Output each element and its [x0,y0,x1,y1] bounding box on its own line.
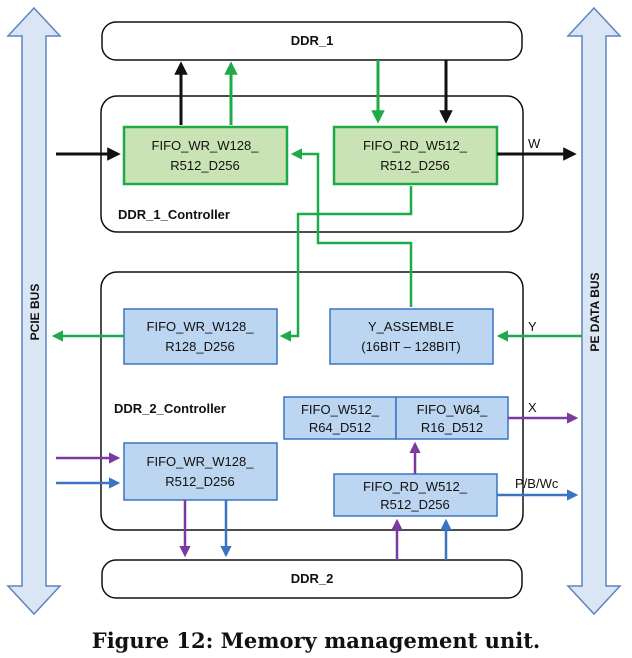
pe-data-bus: PE DATA BUS [566,6,622,616]
fifo-rd-ddr1-line2: R512_D256 [380,158,449,173]
pcie-bus-arrow [6,6,62,616]
fifo-wr-ddr1-line1: FIFO_WR_W128_ [152,138,260,153]
fifo-wr-ddr2-line1: FIFO_WR_W128_ [147,454,255,469]
y-assemble-line1: Y_ASSEMBLE [368,319,454,334]
signal-w-label: W [528,136,541,151]
fifo-rd-ddr2-line1: FIFO_RD_W512_ [363,479,468,494]
green-arrow-rd1-to-wr-r128 [279,186,413,342]
fifo-rd-ddr2-line2: R512_D256 [380,497,449,512]
fifo-w512-r64-line1: FIFO_W512_ [301,402,380,417]
fifo-w512-r64-line2: R64_D512 [309,420,371,435]
signal-y-label: Y [528,319,537,334]
green-arrow-yassemble-to-wr1 [290,148,413,307]
fifo-w512-r64-block: FIFO_W512_ R64_D512 [283,396,397,440]
pe-data-bus-label: PE DATA BUS [588,272,602,351]
signal-pbwc-label: P/B/Wc [515,476,559,491]
fifo-wr-ddr2-line2: R512_D256 [165,474,234,489]
fifo-wr-ddr1-block: FIFO_WR_W128_ R512_D256 [122,125,289,186]
figure-caption: Figure 12: Memory management unit. [92,628,540,653]
fifo-wr-ddr2-block: FIFO_WR_W128_ R512_D256 [123,442,278,501]
ddr1-controller-label: DDR_1_Controller [118,207,230,222]
fifo-wr-r128-line2: R128_D256 [165,339,234,354]
pcie-bus: PCIE BUS [6,6,62,616]
y-assemble-line2: (16BIT – 128BIT) [361,339,460,354]
fifo-rd-ddr1-line1: FIFO_RD_W512_ [363,138,468,153]
fifo-wr-r128-block: FIFO_WR_W128_ R128_D256 [123,308,278,365]
fifo-w64-r16-block: FIFO_W64_ R16_D512 [395,396,509,440]
ddr1-box [101,21,523,61]
ddr2-box [101,559,523,599]
fifo-rd-ddr2-block: FIFO_RD_W512_ R512_D256 [333,473,498,517]
fifo-rd-ddr1-block: FIFO_RD_W512_ R512_D256 [332,125,499,186]
signal-x-label: X [528,400,537,415]
ddr2-controller-label: DDR_2_Controller [114,401,226,416]
fifo-wr-r128-line1: FIFO_WR_W128_ [147,319,255,334]
ddr2-label: DDR_2 [291,571,334,586]
ddr1-label: DDR_1 [291,33,334,48]
fifo-wr-ddr1-line2: R512_D256 [170,158,239,173]
pcie-bus-label: PCIE BUS [28,284,42,341]
y-assemble-block: Y_ASSEMBLE (16BIT – 128BIT) [329,308,494,365]
fifo-w64-r16-line2: R16_D512 [421,420,483,435]
fifo-w64-r16-line1: FIFO_W64_ [417,402,489,417]
pe-data-bus-arrow [566,6,622,616]
